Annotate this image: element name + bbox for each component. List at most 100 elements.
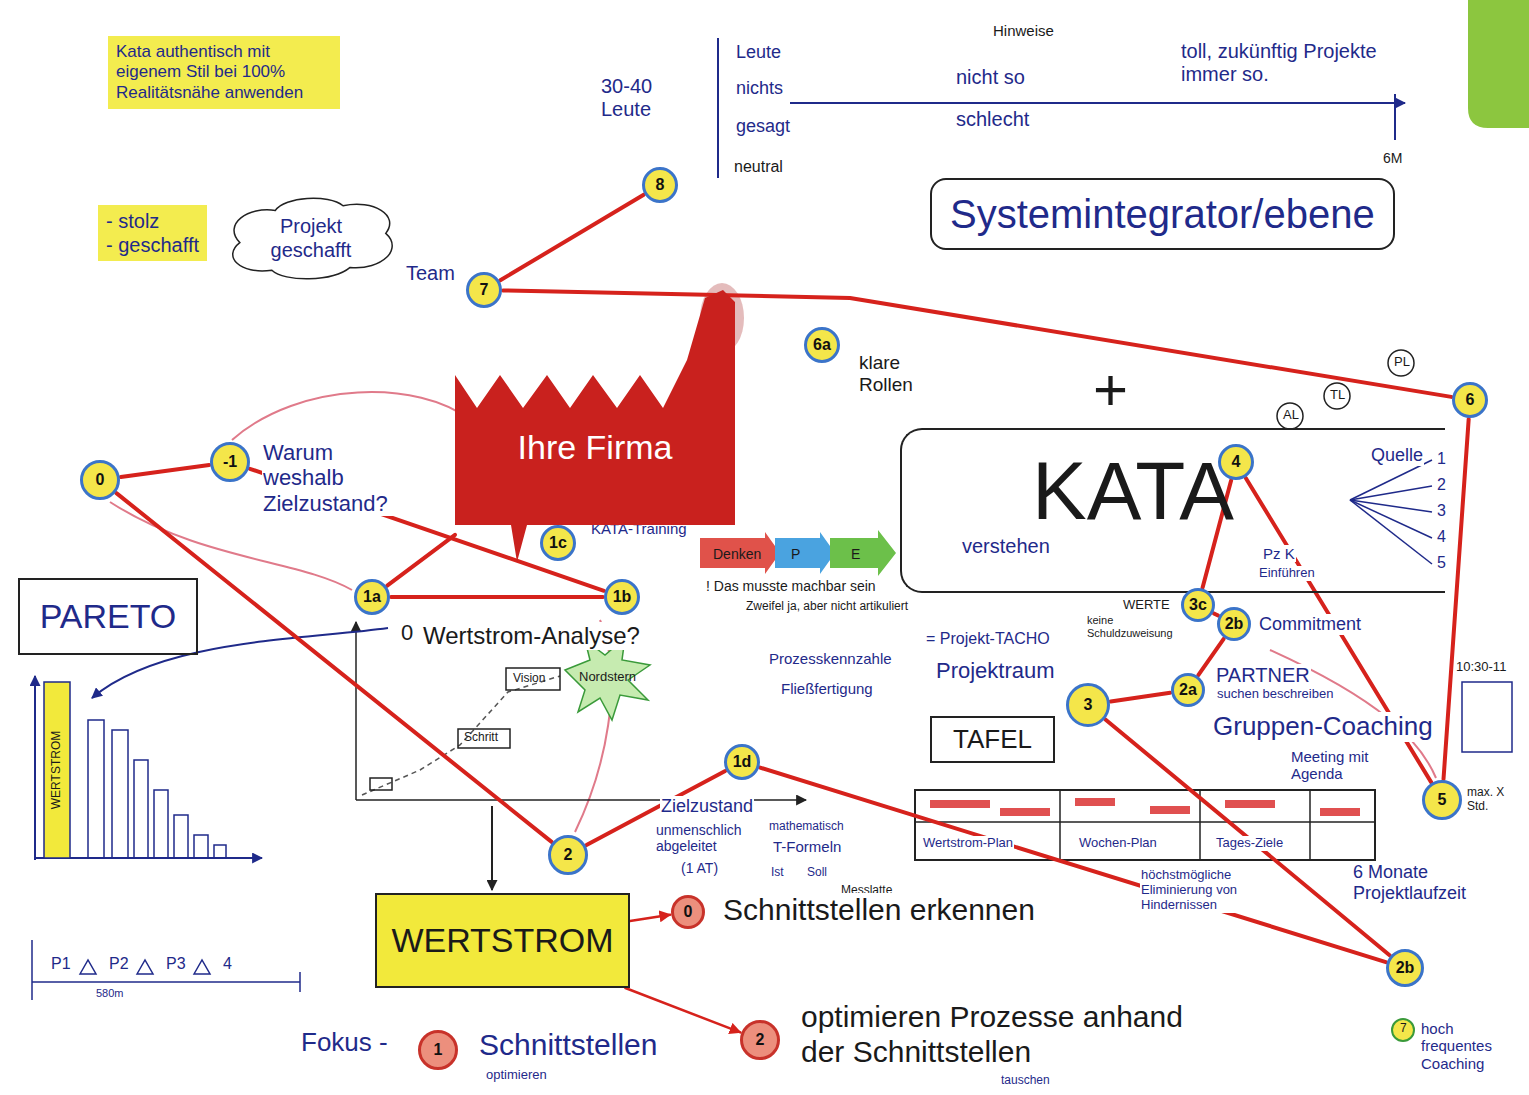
- annotation-text: nichts: [735, 78, 784, 99]
- annotation-text: Vision: [512, 672, 546, 686]
- annotation-text: 4: [1436, 528, 1447, 546]
- node-text: 2: [756, 1031, 765, 1049]
- annotation-text: (1 AT): [680, 860, 719, 876]
- node-text: 1b: [613, 588, 632, 606]
- annotation-text: Quelle: [1370, 445, 1424, 466]
- annotation-text: Wertstrom-Plan: [922, 836, 1014, 851]
- annotation-text: hoch frequentes Coaching: [1420, 1020, 1522, 1072]
- node-text: 7: [480, 281, 489, 299]
- node-text: TAFEL: [953, 724, 1032, 755]
- annotation-text: Zielzustand: [660, 796, 754, 817]
- path-connector: [500, 195, 643, 281]
- annotation-text: Hinweise: [992, 22, 1055, 39]
- annotation-text: Wochen-Plan: [1078, 836, 1158, 851]
- node-text: 2b: [1396, 959, 1415, 977]
- annotation-text: 1: [1436, 450, 1447, 468]
- annotation-text: Soll: [806, 866, 828, 880]
- annotation-text: Zweifel ja, aber nicht artikuliert: [745, 600, 987, 614]
- highlight-note: Kata authentisch mit eigenem Stil bei 10…: [108, 36, 340, 109]
- annotation-text: Projektraum: [935, 658, 1056, 683]
- node-text: 2: [564, 846, 573, 864]
- annotation-text: Schritt: [463, 731, 499, 745]
- node-text: 3: [1084, 696, 1093, 714]
- annotation-text: tauschen: [1000, 1074, 1051, 1088]
- node-text: 2b: [1225, 615, 1244, 633]
- path-connector: [1444, 419, 1469, 779]
- annotation-text: P1: [50, 955, 72, 973]
- node-text: verstehen: [962, 534, 1425, 558]
- annotation-text: Commitment: [1258, 614, 1362, 635]
- annotation-text: höchstmögliche Eliminierung von Hinderni…: [1140, 868, 1277, 913]
- annotation-text: Schnittstellen: [478, 1028, 658, 1063]
- company-outline: [455, 290, 735, 562]
- annotation-text: Prozesskennzahle: [768, 650, 893, 667]
- annotation-text: optimieren Prozesse anhand der Schnittst…: [800, 1000, 1222, 1069]
- node-text: Kata authentisch mit eigenem Stil bei 10…: [116, 42, 332, 103]
- arrow-connector: [625, 988, 740, 1032]
- annotation-text: Tages-Ziele: [1215, 836, 1284, 851]
- node-text: 3c: [1189, 596, 1207, 614]
- path-connector: [121, 465, 209, 477]
- callout-number: 1c: [540, 525, 576, 561]
- node-text: - geschafft: [106, 233, 199, 257]
- annotation-text: 6M: [1382, 150, 1403, 166]
- annotation-text: T-Formeln: [772, 838, 842, 855]
- node-text: 1c: [549, 534, 567, 552]
- callout-number: 7: [466, 272, 502, 308]
- process-box: KATAverstehen: [900, 428, 1445, 593]
- annotation-text: Team: [405, 262, 456, 285]
- callout-number: -1: [210, 442, 250, 482]
- annotation-text: klare Rollen: [858, 352, 930, 396]
- node-text: 6a: [813, 336, 831, 354]
- annotation-text: = Projekt-TACHO: [925, 630, 1051, 648]
- annotation-text: schlecht: [955, 108, 1030, 131]
- annotation-text: Wertstrom-Analyse?: [422, 622, 641, 650]
- annotation-text: Einführen: [1258, 566, 1316, 581]
- annotation-text: Ist: [770, 866, 785, 880]
- node-text: - stolz: [106, 209, 199, 233]
- path-connector: [1111, 693, 1171, 702]
- node-text: 1a: [363, 588, 381, 606]
- process-box: WERTSTROM: [375, 893, 630, 988]
- callout-number: 6: [1452, 382, 1488, 418]
- annotation-text: keine Schuldzuweisung: [1086, 614, 1180, 639]
- annotation-text: PL: [1393, 355, 1411, 370]
- cloud-shape: Projekt geschafft: [222, 192, 400, 284]
- company-shape: Ihre Firma: [455, 290, 735, 570]
- annotation-text: TL: [1329, 388, 1346, 403]
- node-text: 4: [1232, 453, 1241, 471]
- callout-number: 2b: [1217, 607, 1251, 641]
- annotation-text: gesagt: [735, 116, 791, 137]
- node-text: 6: [1466, 391, 1475, 409]
- node-text: 8: [656, 176, 665, 194]
- annotation-text: optimieren: [485, 1068, 548, 1083]
- annotation-text: suchen beschreiben: [1216, 687, 1334, 702]
- callout-number: 1a: [354, 579, 390, 615]
- annotation-text: WERTE: [1122, 598, 1171, 613]
- node-text: PARETO: [40, 596, 177, 637]
- callout-number: 2: [548, 835, 588, 875]
- process-box: TAFEL: [930, 716, 1055, 763]
- annotation-text: 580m: [95, 987, 125, 1000]
- annotation-text: 3: [1436, 502, 1447, 520]
- callout-number: 2a: [1171, 673, 1205, 707]
- node-text: 5: [1438, 791, 1447, 809]
- path-connector: [503, 290, 1451, 397]
- annotation-text: E: [850, 546, 861, 562]
- node-text: 1: [434, 1041, 443, 1059]
- annotation-text: 4: [222, 955, 233, 973]
- callout-number: 0: [671, 895, 705, 929]
- annotation-text: AL: [1282, 408, 1300, 423]
- annotation-text: Meeting mit Agenda: [1290, 748, 1392, 783]
- annotation-text: 6 Monate Projektlaufzeit: [1352, 862, 1524, 903]
- annotation-text: P3: [165, 955, 187, 973]
- annotation-text: Schnittstellen erkennen: [722, 893, 1036, 928]
- annotation-text: Fokus -: [300, 1028, 389, 1058]
- callout-number: 4: [1218, 444, 1254, 480]
- process-box: PARETO: [18, 578, 198, 655]
- path-connector: [391, 595, 603, 599]
- annotation-text: 7: [1399, 1022, 1408, 1036]
- callout-number: 3c: [1181, 588, 1215, 622]
- annotation-text: WERTSTROM: [50, 730, 64, 810]
- callout-number: 1d: [724, 744, 760, 780]
